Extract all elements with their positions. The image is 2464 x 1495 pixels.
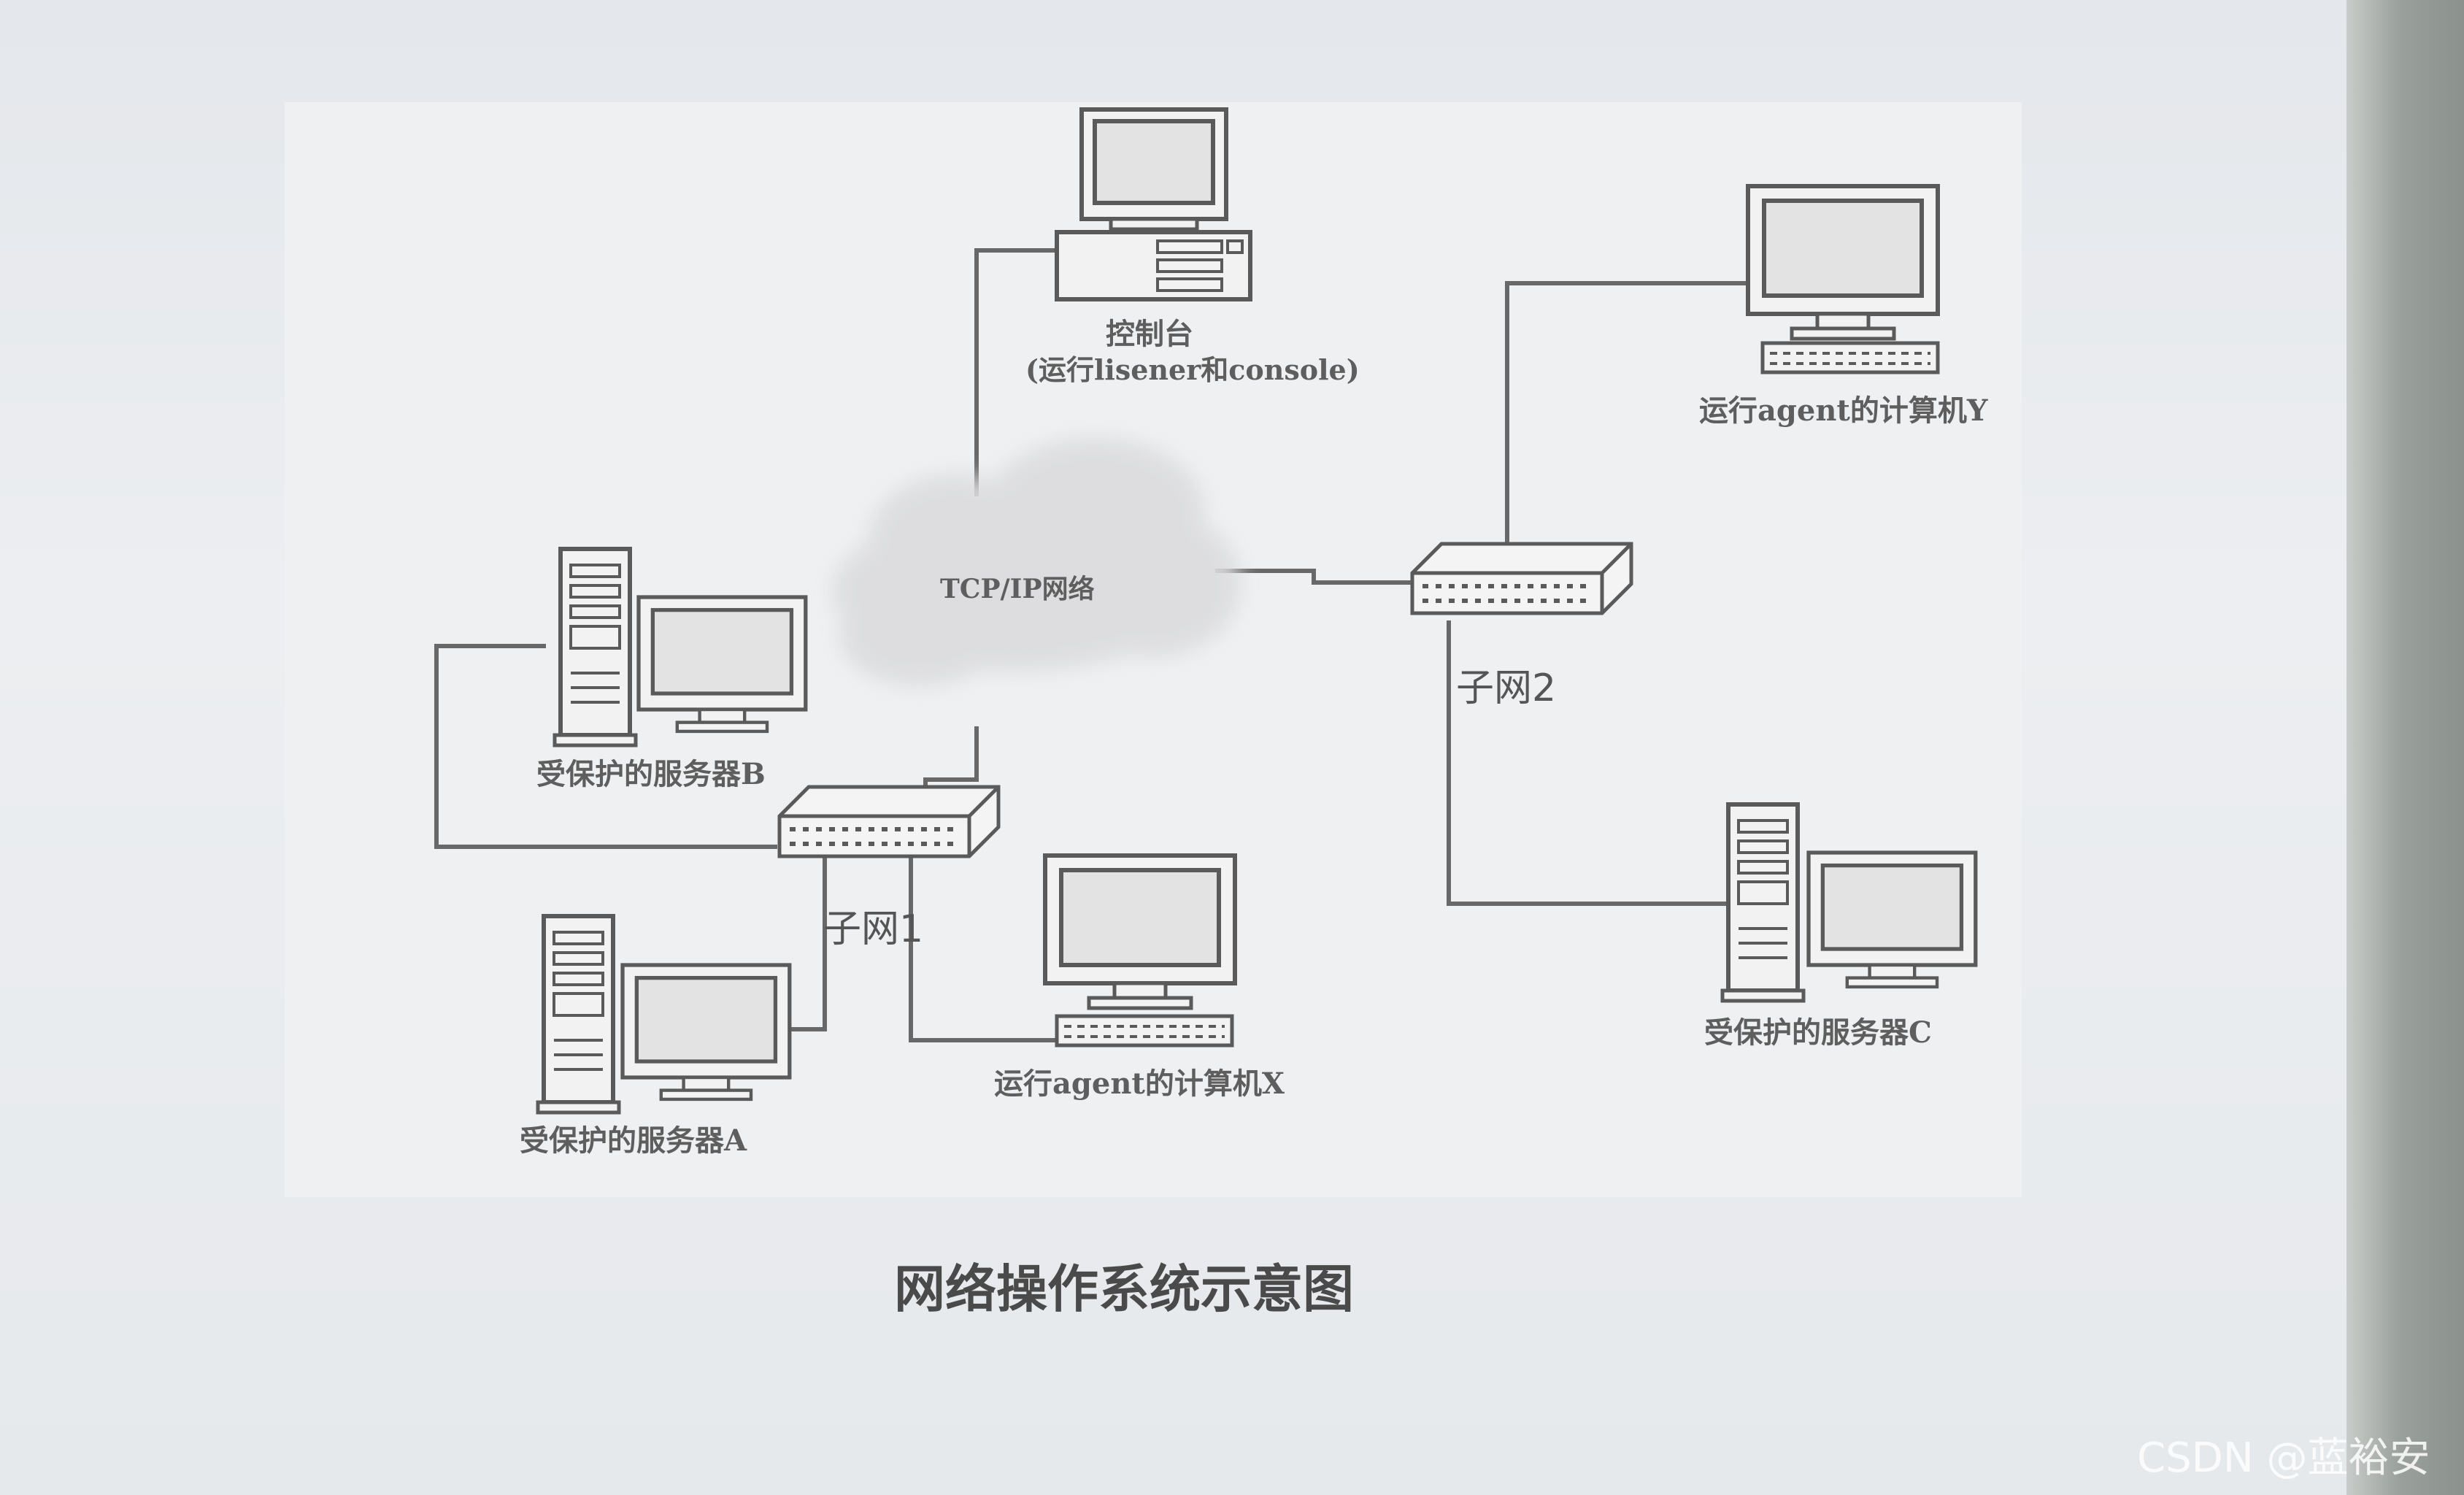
tower-icon — [555, 549, 636, 745]
link-subnet1-agent-x — [909, 858, 1057, 1042]
server-b-label: 受保护的服务器B — [536, 757, 766, 791]
agent-computer-x — [1045, 856, 1235, 1045]
console-computer — [1055, 107, 1252, 301]
server-a — [538, 916, 790, 1112]
desktop-case-icon — [1055, 230, 1252, 301]
link-subnet2-server-c — [1447, 620, 1728, 906]
cloud-icon — [832, 438, 1241, 686]
agent-y-label: 运行agent的计算机Y — [1699, 393, 1988, 428]
page-edge-shadow — [2346, 0, 2464, 1495]
monitor-icon — [1079, 107, 1228, 231]
link-subnet2-agent-y — [1505, 281, 1748, 577]
console-label: 控制台 — [1106, 317, 1193, 351]
keyboard-icon — [1057, 1016, 1232, 1045]
server-a-label: 受保护的服务器A — [520, 1123, 747, 1158]
server-c-label: 受保护的服务器C — [1704, 1015, 1932, 1050]
watermark: CSDN @蓝裕安 — [2137, 1434, 2430, 1482]
hub-icon — [1412, 544, 1631, 613]
monitor-icon — [623, 965, 790, 1099]
console-sublabel: (运行lisener和console) — [1025, 353, 1360, 386]
monitor-icon — [1045, 856, 1235, 1008]
link-console-cloud — [974, 248, 1058, 496]
agent-computer-y — [1748, 186, 1938, 372]
monitor-icon — [1748, 186, 1938, 339]
monitor-icon — [1809, 853, 1976, 987]
tower-icon — [538, 916, 619, 1112]
server-c — [1722, 804, 1976, 1001]
cloud-label: TCP/IP网络 — [940, 574, 1095, 604]
tower-icon — [1722, 804, 1803, 1001]
subnet-1-label: 子网1 — [823, 907, 924, 951]
keyboard-icon — [1763, 343, 1938, 372]
link-subnet1-server-b — [434, 644, 777, 849]
hub-icon — [779, 787, 998, 856]
link-cloud-subnet2 — [1215, 569, 1412, 585]
server-b — [555, 549, 806, 745]
monitor-icon — [639, 597, 806, 731]
agent-x-label: 运行agent的计算机X — [994, 1067, 1285, 1101]
figure-caption: 网络操作系统示意图 — [894, 1258, 1354, 1319]
subnet-2-label: 子网2 — [1456, 666, 1557, 710]
